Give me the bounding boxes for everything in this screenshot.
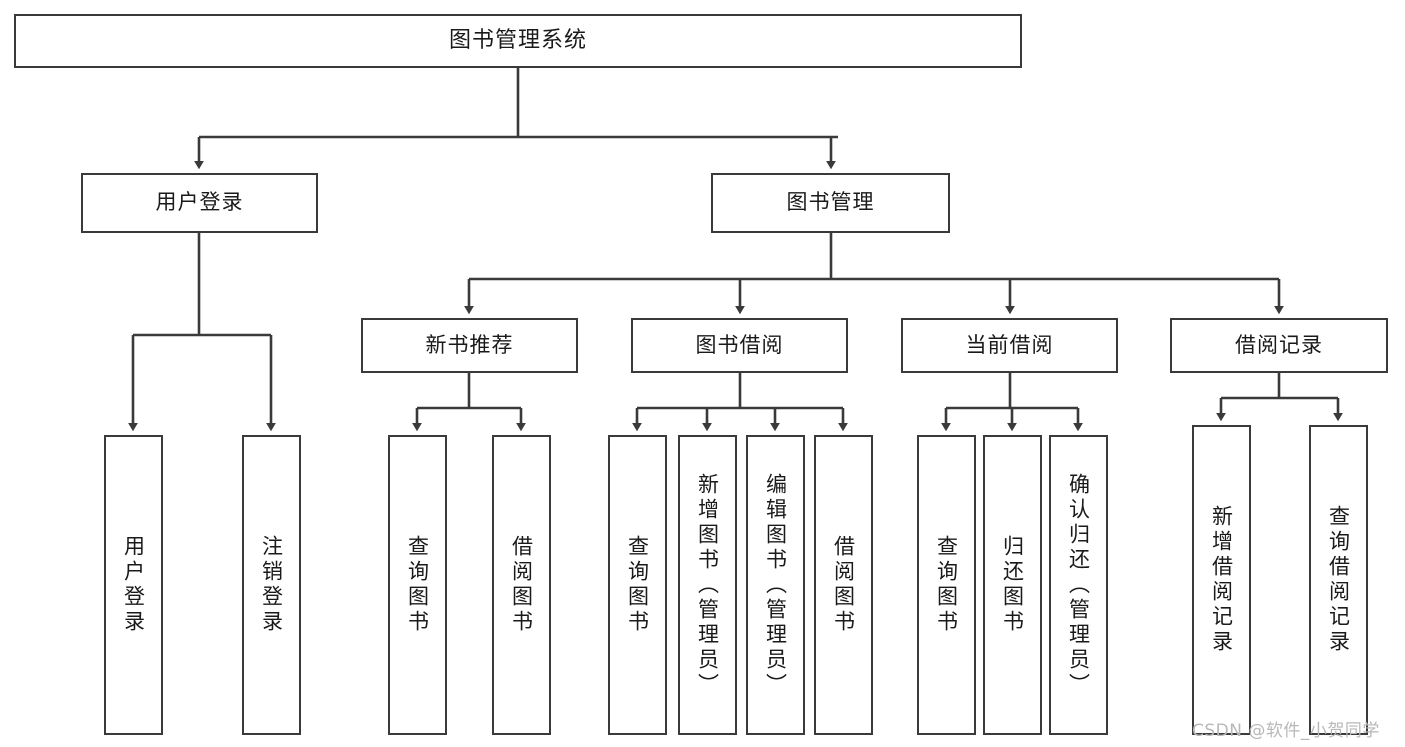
node-label: 用户登录 xyxy=(121,535,146,635)
node-borrow-record[interactable]: 借阅记录 xyxy=(1170,318,1388,373)
leaf-current-borrow-return[interactable]: 归还图书 xyxy=(983,435,1042,735)
leaf-book-borrow-borrow[interactable]: 借阅图书 xyxy=(814,435,873,735)
node-root-system[interactable]: 图书管理系统 xyxy=(14,14,1022,68)
leaf-book-borrow-edit[interactable]: 编辑图书（管理员） xyxy=(746,435,805,735)
watermark: CSDN @软件_小贺同学 xyxy=(1192,721,1380,741)
node-label: 图书管理系统 xyxy=(448,27,587,53)
node-label: 借阅图书 xyxy=(509,535,534,635)
node-label: 编辑图书（管理员） xyxy=(763,472,788,698)
node-label: 注销登录 xyxy=(259,535,284,635)
leaf-borrow-record-add[interactable]: 新增借阅记录 xyxy=(1192,425,1251,735)
leaf-current-borrow-query[interactable]: 查询图书 xyxy=(917,435,976,735)
node-label: 当前借阅 xyxy=(965,332,1054,357)
node-label: 新增借阅记录 xyxy=(1209,505,1234,655)
node-book-management[interactable]: 图书管理 xyxy=(711,173,950,233)
node-label: 查询图书 xyxy=(405,535,430,635)
node-label: 图书管理 xyxy=(786,190,875,215)
node-label: 图书借阅 xyxy=(695,332,784,357)
node-label: 查询图书 xyxy=(934,535,959,635)
leaf-current-borrow-confirm-return[interactable]: 确认归还（管理员） xyxy=(1049,435,1108,735)
node-label: 借阅图书 xyxy=(831,535,856,635)
node-book-borrow[interactable]: 图书借阅 xyxy=(631,318,848,373)
node-label: 借阅记录 xyxy=(1235,332,1323,357)
node-label: 查询借阅记录 xyxy=(1326,505,1351,655)
leaf-new-book-query[interactable]: 查询图书 xyxy=(388,435,447,735)
node-new-book-recommend[interactable]: 新书推荐 xyxy=(361,318,578,373)
node-label: 查询图书 xyxy=(625,535,650,635)
node-label: 新增图书（管理员） xyxy=(695,472,720,698)
node-label: 用户登录 xyxy=(155,190,244,215)
node-current-borrow[interactable]: 当前借阅 xyxy=(901,318,1118,373)
node-label: 确认归还（管理员） xyxy=(1066,472,1091,698)
leaf-new-book-borrow[interactable]: 借阅图书 xyxy=(492,435,551,735)
leaf-book-borrow-add[interactable]: 新增图书（管理员） xyxy=(678,435,737,735)
leaf-book-borrow-query[interactable]: 查询图书 xyxy=(608,435,667,735)
leaf-user-login-login[interactable]: 用户登录 xyxy=(104,435,163,735)
leaf-borrow-record-query[interactable]: 查询借阅记录 xyxy=(1309,425,1368,735)
node-label: 归还图书 xyxy=(1000,535,1025,635)
leaf-user-login-logout[interactable]: 注销登录 xyxy=(242,435,301,735)
node-user-login[interactable]: 用户登录 xyxy=(81,173,318,233)
node-label: 新书推荐 xyxy=(425,332,514,357)
